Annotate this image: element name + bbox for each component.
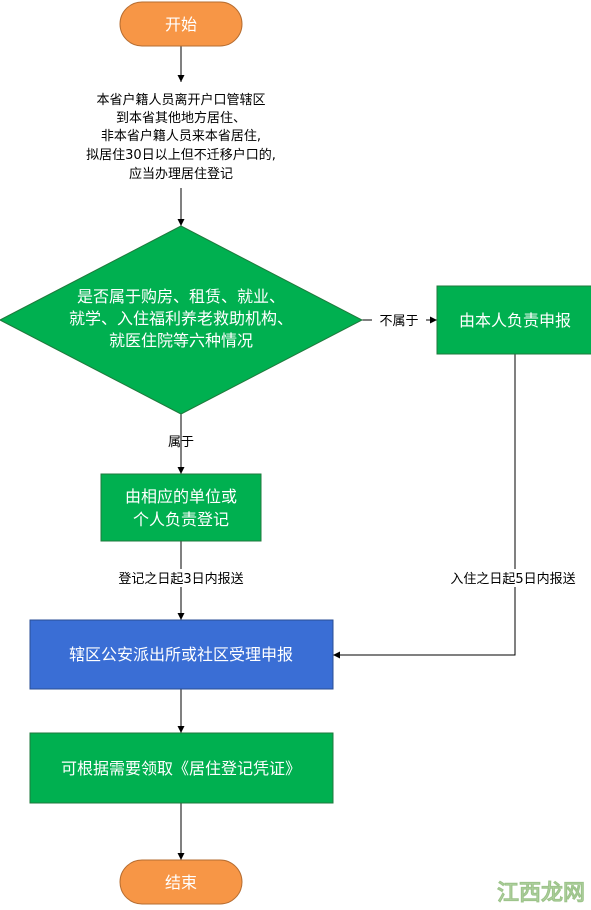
- start-terminal: [119, 1, 243, 47]
- decision-line-2: 就学、入住福利养老救助机构、: [69, 309, 293, 328]
- watermark-logo: 江西龙网: [497, 881, 586, 907]
- self-report-label: 由本人负责申报: [459, 311, 571, 330]
- intro-line-4: 拟居住30日以上但不迁移户口的,: [86, 147, 276, 163]
- end-label: 结束: [165, 873, 197, 892]
- decision-diamond: [0, 225, 364, 415]
- not-belong-label: 不属于: [379, 314, 418, 329]
- edge-self-to-station: [333, 354, 516, 659]
- intro-line-1: 本省户籍人员离开户口管辖区: [96, 92, 265, 108]
- unit-register-box: [100, 473, 262, 542]
- three-days-label-bg: [100, 569, 264, 587]
- start-label: 开始: [165, 15, 197, 34]
- intro-text: 本省户籍人员离开户口管辖区 到本省其他地方居住、 非本省户籍人员来本省居住, 拟…: [86, 92, 276, 182]
- five-days-label-bg: [434, 569, 591, 587]
- certificate-box: [29, 732, 334, 804]
- five-days-label: 入住之日起5日内报送: [450, 571, 575, 587]
- not-belong-label-bg: [372, 311, 426, 329]
- decision-line-3: 就医住院等六种情况: [109, 331, 253, 350]
- unit-register-line-2: 个人负责登记: [133, 510, 229, 529]
- self-report-box: [436, 285, 591, 355]
- end-terminal: [119, 859, 243, 905]
- station-label: 辖区公安派出所或社区受理申报: [69, 645, 293, 664]
- intro-line-2: 到本省其他地方居住、: [116, 110, 246, 126]
- belong-label: 属于: [168, 435, 194, 450]
- unit-register-line-1: 由相应的单位或: [125, 487, 237, 506]
- decision-line-1: 是否属于购房、租赁、就业、: [77, 287, 285, 306]
- station-box: [29, 619, 334, 690]
- watermark-text: 江西龙网: [497, 881, 585, 906]
- intro-line-3: 非本省户籍人员来本省居住,: [101, 128, 261, 144]
- intro-line-5: 应当办理居住登记: [129, 166, 233, 182]
- certificate-label: 可根据需要领取《居住登记凭证》: [61, 759, 301, 778]
- three-days-label: 登记之日起3日内报送: [118, 571, 243, 587]
